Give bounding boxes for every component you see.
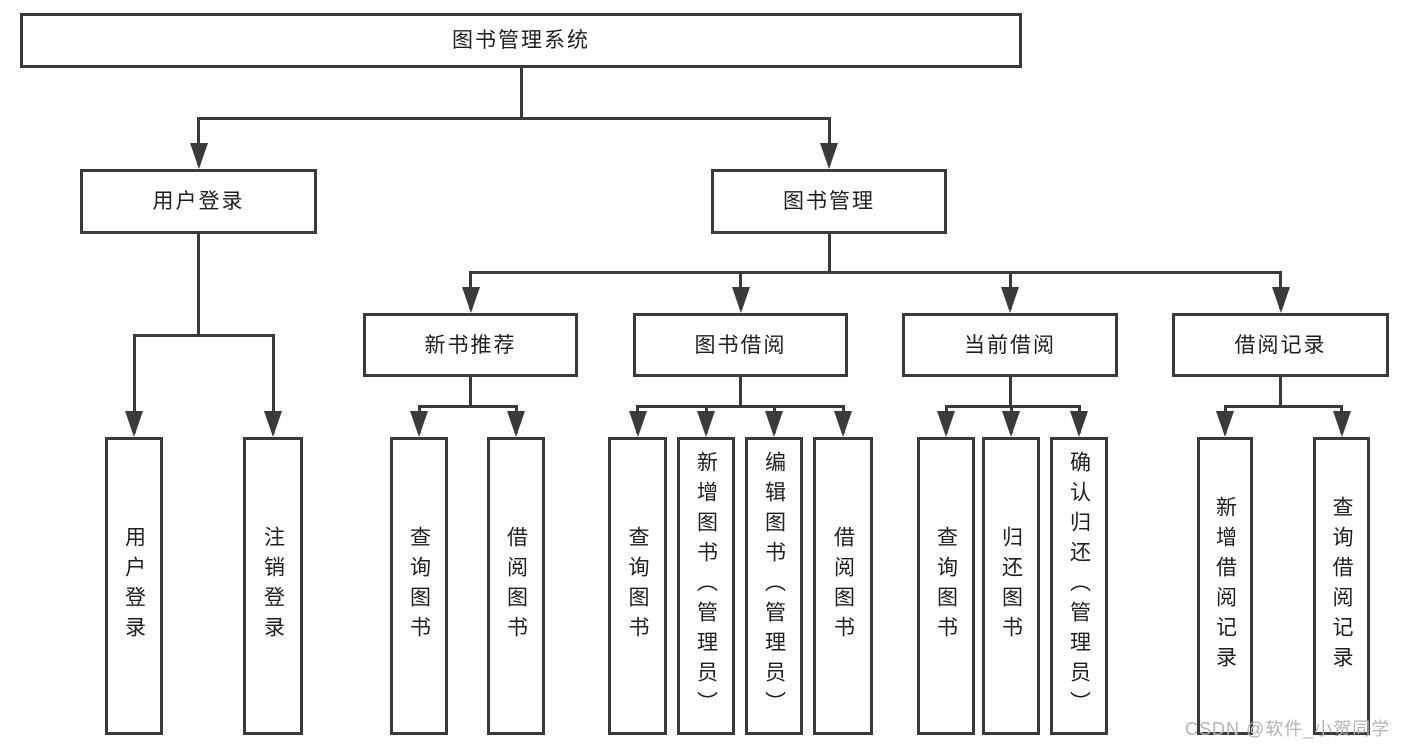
connector-bus xyxy=(197,116,831,120)
connector-stem xyxy=(1008,377,1012,406)
connector-stem xyxy=(197,234,200,335)
arrow-down-icon xyxy=(1271,287,1290,313)
node-leaf-br-add: 新增借阅记录 xyxy=(1197,437,1253,735)
node-borrow-records: 借阅记录 xyxy=(1172,313,1389,377)
arrow-down-icon xyxy=(189,143,208,169)
connector-drop xyxy=(827,118,831,165)
connector-stem xyxy=(469,377,472,406)
connector-stem xyxy=(519,68,523,118)
arrow-down-icon xyxy=(264,411,282,437)
connector-drop xyxy=(271,335,275,433)
arrow-down-icon xyxy=(1070,411,1088,437)
arrow-down-icon xyxy=(1332,411,1351,437)
node-leaf-bb-borrow: 借阅图书 xyxy=(813,437,873,735)
node-leaf-bb-edit: 编辑图书（管理员） xyxy=(745,437,803,735)
node-user-login: 用户登录 xyxy=(80,169,317,234)
node-book-management: 图书管理 xyxy=(711,169,947,234)
node-leaf-nbr-query: 查询图书 xyxy=(390,437,448,735)
arrow-down-icon xyxy=(1216,411,1234,437)
arrow-down-icon xyxy=(937,411,955,437)
arrow-down-icon xyxy=(461,287,480,313)
node-leaf-cb-return: 归还图书 xyxy=(982,437,1040,735)
node-root: 图书管理系统 xyxy=(20,13,1022,68)
arrow-down-icon xyxy=(1002,411,1020,437)
node-current-borrow: 当前借阅 xyxy=(902,313,1118,377)
connector-bus xyxy=(1223,404,1343,408)
arrow-down-icon xyxy=(628,411,647,437)
node-leaf-bb-query: 查询图书 xyxy=(608,437,667,735)
arrow-down-icon xyxy=(410,411,428,437)
node-leaf-cb-confirm: 确认归还（管理员） xyxy=(1050,437,1108,735)
node-leaf-nbr-borrow: 借阅图书 xyxy=(487,437,545,735)
csdn-watermark: CSDN @软件_小贺同学 xyxy=(1185,719,1391,739)
node-new-book-recommend: 新书推荐 xyxy=(363,313,578,377)
node-leaf-logout: 注销登录 xyxy=(243,437,303,735)
arrow-down-icon xyxy=(820,143,838,169)
connector-bus xyxy=(417,404,518,408)
node-leaf-user-login: 用户登录 xyxy=(105,437,163,735)
connector-stem xyxy=(739,377,742,406)
connector-stem xyxy=(1279,377,1282,406)
node-leaf-br-query: 查询借阅记录 xyxy=(1313,437,1370,735)
connector-bus xyxy=(636,404,845,408)
connector-bus xyxy=(132,333,275,337)
arrow-down-icon xyxy=(697,411,715,437)
arrow-down-icon xyxy=(1001,287,1019,313)
connector-drop xyxy=(197,118,200,165)
connector-drop xyxy=(132,335,136,433)
arrow-down-icon xyxy=(125,411,143,437)
node-book-borrow: 图书借阅 xyxy=(633,313,848,377)
arrow-down-icon xyxy=(765,411,783,437)
node-leaf-bb-add: 新增图书（管理员） xyxy=(677,437,735,735)
connector-bus xyxy=(469,270,1282,274)
arrow-down-icon xyxy=(731,287,750,313)
node-leaf-cb-query: 查询图书 xyxy=(917,437,975,735)
arrow-down-icon xyxy=(834,411,852,437)
arrow-down-icon xyxy=(507,411,525,437)
connector-bus xyxy=(944,404,1081,408)
connector-stem xyxy=(827,234,831,272)
